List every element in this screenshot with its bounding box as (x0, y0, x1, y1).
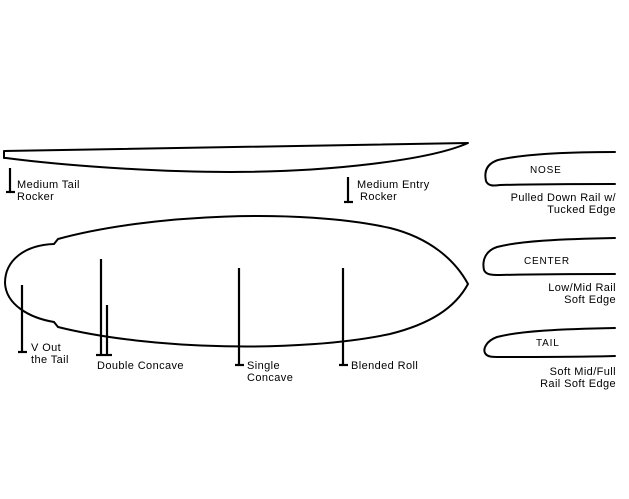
tail-rocker-label: Medium Tail Rocker (17, 179, 80, 203)
single-concave-label: Single Concave (247, 360, 294, 384)
tail-rail-section (483, 327, 616, 358)
entry-rocker-label: Medium Entry Rocker (357, 179, 430, 203)
board-side-profile (3, 142, 469, 173)
tail-rail-description: Soft Mid/Full Rail Soft Edge (540, 366, 616, 390)
tail-section-title: TAIL (536, 338, 560, 349)
nose-rail-section (484, 151, 616, 187)
double-concave-label: Double Concave (97, 360, 184, 372)
v-out-label: V Out the Tail (31, 342, 69, 366)
nose-rail-description: Pulled Down Rail w/ Tucked Edge (510, 192, 616, 216)
nose-section-title: NOSE (530, 165, 562, 176)
center-rail-section (482, 237, 616, 276)
board-outline (4, 215, 469, 348)
center-rail-description: Low/Mid Rail Soft Edge (548, 282, 616, 306)
blended-roll-label: Blended Roll (351, 360, 419, 372)
center-section-title: CENTER (524, 256, 570, 267)
